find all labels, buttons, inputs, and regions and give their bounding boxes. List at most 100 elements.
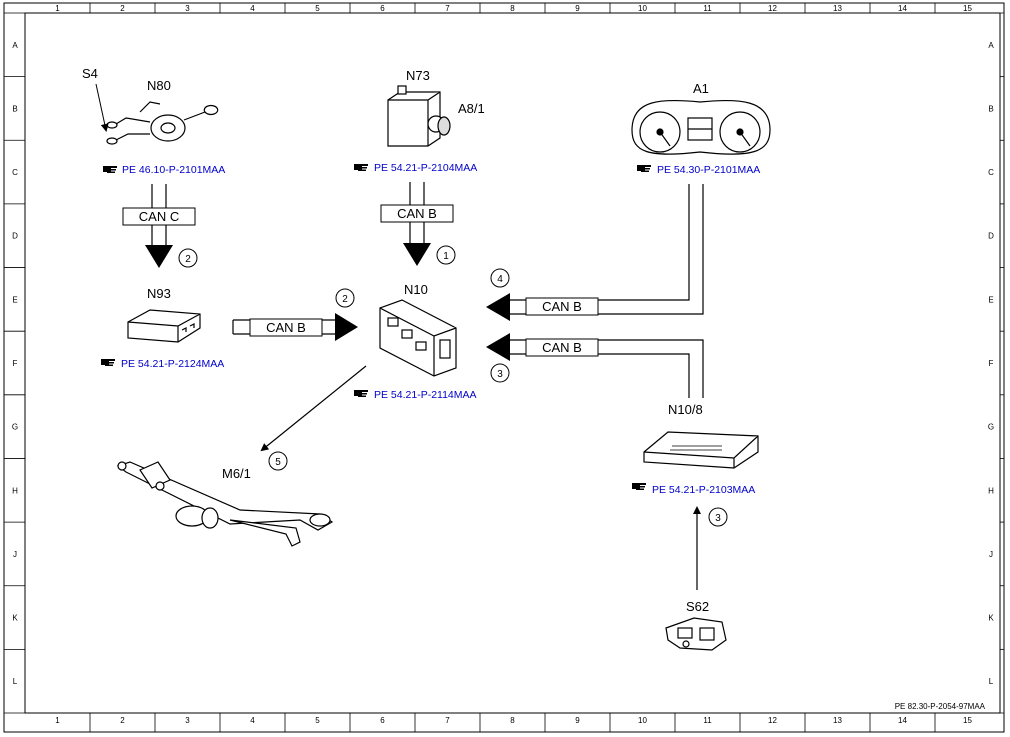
column-label: 4 [250,4,255,13]
label-n93: N93 [147,286,171,301]
row-label: E [12,295,17,304]
row-label: L [989,677,994,686]
column-label: 11 [703,716,712,725]
reference-n10-8-text[interactable]: PE 54.21-P-2103MAA [652,484,755,496]
column-label: 9 [575,4,580,13]
column-label: 9 [575,716,580,725]
row-label: G [12,423,18,432]
ignition-switch-icon [387,85,451,147]
reference-n73-text[interactable]: PE 54.21-P-2104MAA [374,162,477,174]
reference-n93[interactable]: PE 54.21-P-2124MAA [101,358,224,370]
reference-a1[interactable]: PE 54.30-P-2101MAA [637,164,760,176]
row-label: H [988,486,994,495]
label-m6-1: M6/1 [222,466,251,481]
column-label: 10 [638,716,647,725]
label-a8-1: A8/1 [458,101,485,116]
can-b-bus-arrow-a1: CAN B [486,184,704,321]
column-label: 5 [315,4,320,13]
column-label: 5 [315,716,320,725]
can-b-bus-arrow-n93: CAN B [232,313,358,341]
row-label: C [12,168,18,177]
row-label: H [12,486,18,495]
s4-pointer-arrow [95,83,109,132]
document-code: PE 82.30-P-2054-97MAA [895,702,986,711]
step-badge: 5 [268,451,288,471]
steering-column-switch-icon [106,101,219,145]
bus-label-can-b-n93: CAN B [266,320,306,335]
row-label: C [988,168,994,177]
row-label: F [989,359,994,368]
column-label: 15 [963,4,972,13]
reference-n80-text[interactable]: PE 46.10-P-2101MAA [122,164,225,176]
label-s4: S4 [82,66,98,81]
frame-border [3,2,1005,733]
column-label: 8 [510,716,515,725]
bus-label-can-b-n73: CAN B [397,206,437,221]
reference-a1-text[interactable]: PE 54.30-P-2101MAA [657,164,760,176]
row-label: A [988,41,994,50]
reference-n10-8[interactable]: PE 54.21-P-2103MAA [632,483,755,496]
reference-n93-text[interactable]: PE 54.21-P-2124MAA [121,358,224,370]
row-label: K [988,614,994,623]
bus-label-can-b-a1: CAN B [542,299,582,314]
column-label: 10 [638,4,647,13]
step-badge: 3 [490,363,510,383]
pointing-hand-icon [354,390,368,397]
column-label: 1 [55,4,60,13]
reference-n10-text[interactable]: PE 54.21-P-2114MAA [374,389,477,401]
column-label: 14 [898,716,907,725]
column-label: 12 [768,716,777,725]
column-label: 15 [963,716,972,725]
grid-ticks [4,3,1004,732]
row-label: J [13,550,17,559]
column-label: 4 [250,716,255,725]
pointing-hand-icon [101,359,115,366]
step-badge: 4 [490,268,510,288]
s62-switch-icon [665,617,727,651]
column-label: 1 [55,716,60,725]
instrument-cluster-icon [631,99,771,155]
step-badge: 1 [436,245,456,265]
svg-text:2: 2 [342,294,348,305]
reference-n73[interactable]: PE 54.21-P-2104MAA [354,162,477,174]
column-label: 7 [445,4,450,13]
label-n80: N80 [147,78,171,93]
can-b-bus-arrow-n10-8: CAN B [486,333,704,398]
row-label: J [989,550,993,559]
column-label: 13 [833,716,842,725]
column-label: 3 [185,4,190,13]
column-label: 11 [703,4,712,13]
reference-n80[interactable]: PE 46.10-P-2101MAA [103,164,225,176]
pointing-hand-icon [637,165,651,172]
row-label: K [12,614,18,623]
column-label: 14 [898,4,907,13]
bus-label-can-b-n10-8: CAN B [542,340,582,355]
row-label: A [12,41,18,50]
wiper-motor-linkage-icon [116,461,334,547]
reference-n10[interactable]: PE 54.21-P-2114MAA [354,389,477,401]
row-label: B [12,104,17,113]
n93-module-icon [127,309,201,343]
row-label: D [12,232,18,241]
row-label: L [13,677,18,686]
row-label: E [988,295,993,304]
row-label: G [988,423,994,432]
m6-1-pointer-arrow [260,365,367,452]
svg-text:4: 4 [497,274,503,285]
column-label: 12 [768,4,777,13]
pointing-hand-icon [354,164,368,171]
svg-text:3: 3 [497,369,503,380]
step-badge: 2 [335,288,355,308]
pointing-hand-icon [103,166,117,173]
label-n73: N73 [406,68,430,83]
n10-control-unit-icon [379,299,457,377]
column-label: 6 [380,4,385,13]
svg-text:2: 2 [185,254,191,265]
label-s62: S62 [686,599,709,614]
row-label: D [988,232,994,241]
svg-text:1: 1 [443,251,449,262]
bus-label-can-c: CAN C [139,209,179,224]
column-label: 8 [510,4,515,13]
column-label: 13 [833,4,842,13]
